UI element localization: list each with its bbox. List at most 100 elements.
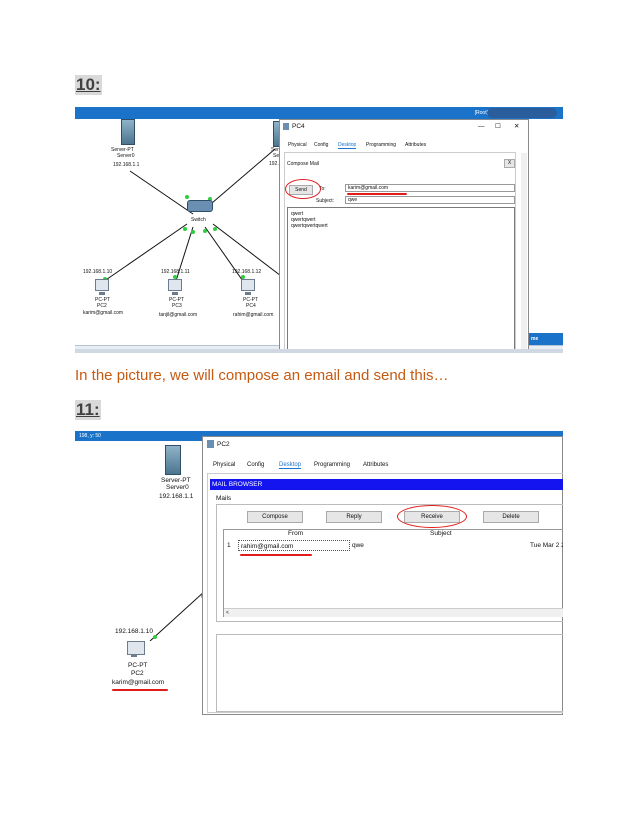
server-type-label: Server-PT xyxy=(111,147,134,153)
pc-name-label: PC3 xyxy=(172,303,182,309)
window-app-icon xyxy=(283,123,289,130)
corner-label: me xyxy=(531,336,539,342)
scroll-left-icon[interactable]: < xyxy=(226,610,229,616)
pc-icon[interactable] xyxy=(95,279,109,295)
toolbar-buttons[interactable] xyxy=(487,108,557,118)
root-label: [Root] xyxy=(474,110,488,116)
tab-programming[interactable]: Programming xyxy=(366,142,397,148)
annotation-underline xyxy=(347,193,407,195)
window-titlebar: PC4 — ☐ ✕ xyxy=(280,120,528,134)
caption: In the picture, we will compose an email… xyxy=(75,367,449,384)
screenshot-compose-mail: [Root] Server-PT Server0 192.168.1.1 Ser… xyxy=(75,107,563,353)
annotation-underline xyxy=(112,689,168,691)
pc-name-label: PC2 xyxy=(97,303,107,309)
window-title: PC2 xyxy=(217,441,230,448)
section-heading-11: 11: xyxy=(75,400,101,420)
compose-close-button[interactable]: X xyxy=(504,159,515,168)
mails-label: Mails xyxy=(216,495,232,502)
switch-label: Switch xyxy=(191,217,206,223)
pc-ip-label: 192.168.1.12 xyxy=(232,269,262,275)
col-header-subject: Subject xyxy=(430,530,452,537)
mail-preview-pane[interactable] xyxy=(216,634,563,712)
tab-attributes[interactable]: Attributes xyxy=(363,462,389,468)
tab-desktop[interactable]: Desktop xyxy=(279,462,302,469)
close-icon[interactable]: ✕ xyxy=(514,123,520,130)
server-name-label: Server0 xyxy=(117,153,135,159)
pc-type-label: PC-PT xyxy=(95,297,110,303)
pc-icon[interactable] xyxy=(127,641,145,657)
row-number: 1 xyxy=(227,542,231,549)
window-title: PC4 xyxy=(292,123,305,130)
row-date: Tue Mar 2 2 xyxy=(530,542,563,549)
annotation-circle xyxy=(397,505,467,528)
pc-type-label: PC-PT xyxy=(128,662,148,669)
row-from-cell[interactable]: rahim@gmail.com xyxy=(238,540,350,551)
annotation-circle xyxy=(285,179,321,199)
tab-config[interactable]: Config xyxy=(247,462,265,468)
message-body[interactable]: qwert qwertqwert qwertqwertqwert xyxy=(287,207,515,349)
server-name-label: Server0 xyxy=(166,484,189,491)
tab-attributes[interactable]: Attributes xyxy=(405,142,427,148)
pc-ip-label: 192.168.1.11 xyxy=(161,269,190,275)
server-icon[interactable] xyxy=(165,445,181,475)
table-row[interactable]: 1 rahim@gmail.com qwe Tue Mar 2 2 xyxy=(224,540,563,552)
body-line: qwertqwertqwert xyxy=(291,223,328,229)
top-toolbar: [Root] xyxy=(75,107,563,119)
window-app-icon xyxy=(207,440,214,448)
reply-button[interactable]: Reply xyxy=(326,511,382,523)
pc-type-label: PC-PT xyxy=(169,297,184,303)
pc-email-label: rahim@gmail.com xyxy=(233,312,274,318)
server-icon[interactable] xyxy=(121,119,135,145)
pc-ip-label: 192.168.1.10 xyxy=(115,628,153,635)
pc4-window: PC4 — ☐ ✕ Physical Config Desktop Progra… xyxy=(279,119,529,349)
body-line: qwert xyxy=(291,211,304,217)
desktop-panel: MAIL BROWSER Mails Compose Reply Receive… xyxy=(207,473,563,713)
row-subject: qwe xyxy=(352,542,364,549)
to-field[interactable]: karim@gmail.com xyxy=(345,184,515,192)
tab-config[interactable]: Config xyxy=(314,142,329,148)
pc-name-label: PC4 xyxy=(246,303,256,309)
switch-icon[interactable] xyxy=(187,200,213,212)
pc-type-label: PC-PT xyxy=(243,297,258,303)
server-ip-label: 192.168.1.1 xyxy=(159,493,194,500)
corner-panel: me xyxy=(529,333,563,345)
server-type-label: Serv xyxy=(271,147,282,153)
topology-links xyxy=(99,148,285,285)
horizontal-scrollbar[interactable]: < xyxy=(224,608,563,617)
row-from: rahim@gmail.com xyxy=(241,543,294,550)
section-heading-10: 10: xyxy=(75,75,102,95)
server-ip-label: 192. xyxy=(269,161,279,167)
mail-browser-title: MAIL BROWSER xyxy=(212,481,263,488)
compose-button[interactable]: Compose xyxy=(247,511,303,523)
tab-desktop[interactable]: Desktop xyxy=(338,142,357,149)
col-header-from: From xyxy=(288,530,304,537)
server-type-label: Server-PT xyxy=(161,477,191,484)
coordinate-readout: 198, y: 50 xyxy=(79,433,101,439)
subject-label: Subject: xyxy=(316,198,335,204)
topology-links xyxy=(149,590,205,641)
body-line: qwertqwert xyxy=(291,217,316,223)
minimize-icon[interactable]: — xyxy=(478,123,485,130)
server-name-label: Se xyxy=(273,153,280,159)
pc-name-label: PC2 xyxy=(131,670,144,677)
tab-physical[interactable]: Physical xyxy=(288,142,307,148)
pc-ip-label: 192.168.1.10 xyxy=(83,269,113,275)
compose-title: Compose Mail xyxy=(287,161,319,167)
delete-button[interactable]: Delete xyxy=(483,511,539,523)
screenshot-mail-browser: 198, y: 50 Server-PT Server0 192.168.1.1… xyxy=(75,431,563,715)
desktop-panel: Compose Mail X Send To: karim@gmail.com … xyxy=(284,152,527,349)
subject-field[interactable]: qwe xyxy=(345,196,515,204)
pc2-window: PC2 Physical Config Desktop Programming … xyxy=(202,436,563,715)
server-ip-label: 192.168.1.1 xyxy=(113,162,140,168)
scrollbar[interactable] xyxy=(521,153,527,349)
tab-physical[interactable]: Physical xyxy=(213,462,236,468)
mails-group: Compose Reply Receive Delete From Subjec… xyxy=(216,504,563,622)
pc-icon[interactable] xyxy=(241,279,255,295)
mail-table: From Subject 1 rahim@gmail.com qwe Tue M… xyxy=(223,529,563,617)
maximize-icon[interactable]: ☐ xyxy=(495,123,501,130)
pc-icon[interactable] xyxy=(168,279,182,295)
mail-browser-bar: MAIL BROWSER xyxy=(210,479,563,490)
pc-email-label: tanjil@gmail.com xyxy=(159,312,198,318)
tab-programming[interactable]: Programming xyxy=(314,462,351,468)
pc-email-label: karim@gmail.com xyxy=(112,679,165,686)
